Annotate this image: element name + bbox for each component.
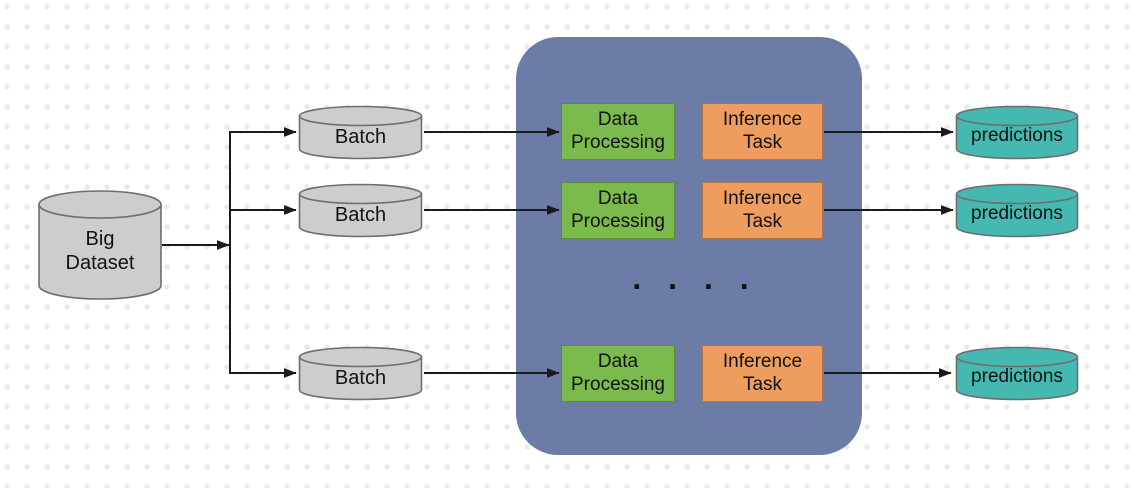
batch-cylinder-2: Batch: [298, 183, 423, 238]
data-processing-label: Data Processing: [571, 109, 665, 153]
database-icon: [298, 183, 423, 238]
data-processing-box-2: Data Processing: [561, 182, 675, 239]
database-icon: [955, 183, 1079, 238]
database-icon: [38, 190, 162, 300]
big-dataset-label: Big Dataset: [65, 227, 135, 274]
inference-task-label: Inference Task: [722, 109, 803, 153]
big-dataset-cylinder: Big Dataset: [38, 190, 162, 300]
batch-label: Batch: [334, 125, 387, 148]
predictions-label: predictions: [971, 366, 1063, 388]
predictions-cylinder-2: predictions: [955, 183, 1079, 238]
inference-task-box-3: Inference Task: [702, 345, 823, 402]
data-processing-box-3: Data Processing: [561, 345, 675, 402]
predictions-label: predictions: [971, 125, 1063, 147]
batch-label: Batch: [334, 203, 387, 226]
inference-task-box-2: Inference Task: [702, 182, 823, 239]
predictions-label: predictions: [971, 203, 1063, 225]
more-workers-ellipsis: . . . .: [632, 260, 758, 296]
database-icon: [955, 105, 1079, 160]
inference-task-box-1: Inference Task: [702, 103, 823, 160]
predictions-cylinder-1: predictions: [955, 105, 1079, 160]
batch-cylinder-3: Batch: [298, 346, 423, 401]
inference-task-label: Inference Task: [722, 351, 803, 395]
batch-label: Batch: [334, 366, 387, 389]
data-processing-label: Data Processing: [571, 351, 665, 395]
database-icon: [298, 105, 423, 160]
batch-cylinder-1: Batch: [298, 105, 423, 160]
database-icon: [955, 346, 1079, 401]
inference-task-label: Inference Task: [722, 188, 803, 232]
predictions-cylinder-3: predictions: [955, 346, 1079, 401]
database-icon: [298, 346, 423, 401]
data-processing-label: Data Processing: [571, 188, 665, 232]
data-processing-box-1: Data Processing: [561, 103, 675, 160]
